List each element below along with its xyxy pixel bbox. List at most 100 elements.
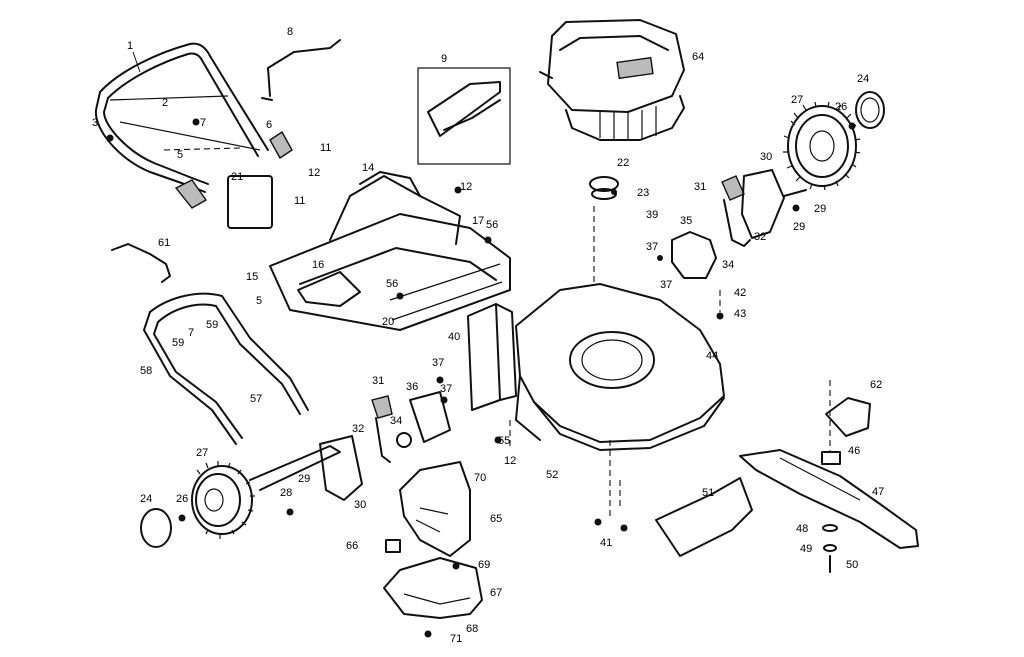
callout-7: 7 bbox=[200, 117, 206, 129]
handle-knob-6 bbox=[174, 130, 293, 209]
callout-24b: 24 bbox=[140, 493, 152, 505]
callout-37c: 37 bbox=[432, 357, 444, 369]
height-adjuster-lower bbox=[371, 391, 451, 463]
small-hardware bbox=[106, 118, 856, 638]
callout-36: 36 bbox=[406, 381, 418, 393]
callout-56: 56 bbox=[486, 219, 498, 231]
callout-32b: 32 bbox=[352, 423, 364, 435]
callout-22: 22 bbox=[617, 157, 629, 169]
callout-44: 44 bbox=[706, 350, 718, 362]
callout-2: 2 bbox=[162, 97, 168, 109]
callout-11b: 11 bbox=[294, 195, 305, 207]
callout-65: 65 bbox=[490, 513, 502, 525]
callout-15: 15 bbox=[246, 271, 258, 283]
callout-5b: 5 bbox=[256, 295, 262, 307]
callout-56b: 56 bbox=[386, 278, 398, 290]
callout-11: 11 bbox=[320, 142, 331, 154]
callout-29: 29 bbox=[814, 203, 826, 215]
bag-chute-assembly bbox=[227, 171, 511, 331]
callout-42: 42 bbox=[734, 287, 746, 299]
blade-adapter-62 bbox=[821, 397, 871, 465]
callout-32: 32 bbox=[754, 231, 766, 243]
callout-50: 50 bbox=[846, 559, 858, 571]
callout-61: 61 bbox=[158, 237, 170, 249]
callout-41: 41 bbox=[600, 537, 612, 549]
blade-hardware bbox=[822, 524, 838, 573]
callout-31: 31 bbox=[694, 181, 706, 193]
callout-5: 5 bbox=[177, 149, 183, 161]
callout-29b: 29 bbox=[793, 221, 805, 233]
callout-48: 48 bbox=[796, 523, 808, 535]
callout-labels: 1 2 3 5 6 7 8 9 11 11 12 12 14 15 16 17 … bbox=[92, 26, 884, 645]
callout-30b: 30 bbox=[354, 499, 366, 511]
callout-7b: 7 bbox=[188, 327, 194, 339]
callout-71: 71 bbox=[450, 633, 462, 645]
callout-8: 8 bbox=[287, 26, 293, 38]
callout-27: 27 bbox=[791, 94, 803, 106]
lower-handle bbox=[143, 292, 309, 445]
callout-12: 12 bbox=[308, 167, 320, 179]
callout-30: 30 bbox=[760, 151, 772, 163]
callout-59b: 59 bbox=[172, 337, 184, 349]
rear-wheel-upper bbox=[783, 101, 861, 191]
callout-9: 9 bbox=[441, 53, 447, 65]
rear-baffle-40 bbox=[467, 303, 517, 411]
callout-43: 43 bbox=[734, 308, 746, 320]
callout-21: 21 bbox=[231, 171, 243, 183]
engine-pulley-22 bbox=[589, 176, 619, 200]
bracket-66 bbox=[385, 539, 401, 553]
callout-47: 47 bbox=[872, 486, 884, 498]
callout-70: 70 bbox=[474, 472, 486, 484]
hubcap-24-lower bbox=[140, 508, 172, 548]
callout-1: 1 bbox=[127, 40, 133, 52]
callout-49: 49 bbox=[800, 543, 812, 555]
engine bbox=[539, 19, 685, 141]
callout-3: 3 bbox=[92, 117, 98, 129]
hubcap-24 bbox=[855, 91, 885, 129]
callout-37b: 37 bbox=[660, 279, 672, 291]
callout-52: 52 bbox=[546, 469, 558, 481]
callout-51: 51 bbox=[702, 487, 714, 499]
cable-61 bbox=[111, 243, 171, 283]
callout-68: 68 bbox=[466, 623, 478, 635]
rear-guard-67 bbox=[383, 557, 483, 619]
callout-31b: 31 bbox=[372, 375, 384, 387]
callout-39: 39 bbox=[646, 209, 658, 221]
height-adjuster-upper bbox=[721, 169, 807, 247]
callout-59: 59 bbox=[206, 319, 218, 331]
bag-21 bbox=[227, 175, 273, 229]
callout-66: 66 bbox=[346, 540, 358, 552]
callout-28: 28 bbox=[280, 487, 292, 499]
callout-58: 58 bbox=[140, 365, 152, 377]
callout-16: 16 bbox=[312, 259, 324, 271]
callout-14: 14 bbox=[362, 162, 374, 174]
rear-guard-65 bbox=[399, 461, 471, 557]
callout-62: 62 bbox=[870, 379, 882, 391]
baffle-51 bbox=[655, 477, 753, 557]
front-wheel-lower bbox=[191, 445, 341, 539]
callout-55: 55 bbox=[498, 435, 510, 447]
callout-26: 26 bbox=[835, 101, 847, 113]
callout-6: 6 bbox=[266, 119, 272, 131]
callout-23: 23 bbox=[637, 187, 649, 199]
callout-37d: 37 bbox=[440, 383, 452, 395]
callout-69: 69 bbox=[478, 559, 490, 571]
gear-plate-35 bbox=[671, 231, 717, 279]
callout-12b: 12 bbox=[460, 181, 472, 193]
callout-37: 37 bbox=[646, 241, 658, 253]
callout-34: 34 bbox=[722, 259, 734, 271]
assembly-lines bbox=[163, 147, 831, 520]
callout-27b: 27 bbox=[196, 447, 208, 459]
callout-46: 46 bbox=[848, 445, 860, 457]
upper-handle bbox=[94, 42, 269, 193]
callout-20: 20 bbox=[382, 316, 394, 328]
mower-blade bbox=[739, 449, 919, 549]
grass-bag-frame bbox=[417, 67, 511, 165]
callout-64: 64 bbox=[692, 51, 704, 63]
callout-26b: 26 bbox=[176, 493, 188, 505]
mower-deck bbox=[515, 283, 725, 451]
callout-34b: 34 bbox=[390, 415, 402, 427]
callout-57: 57 bbox=[250, 393, 262, 405]
callout-40: 40 bbox=[448, 331, 460, 343]
